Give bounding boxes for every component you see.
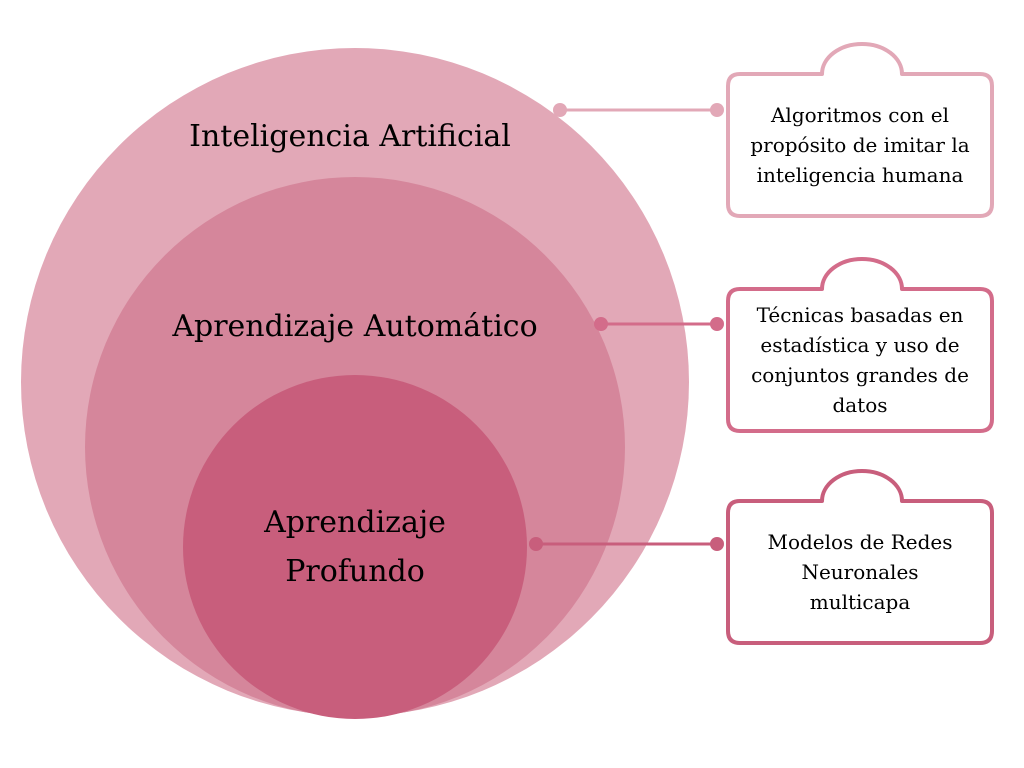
callout-1-box [726,42,994,218]
connector-1-start-dot [553,103,567,117]
connector-2-start-dot [594,317,608,331]
inner-circle-label-line2: Profundo [285,554,425,589]
connector-1-end-dot [710,103,724,117]
outer-circle-label: Inteligencia Artificial [189,119,511,154]
callout-2-box [726,257,994,433]
connector-2 [594,317,724,331]
inner-circle [183,375,527,719]
connector-3-end-dot [710,537,724,551]
inner-circle-label-line1: Aprendizaje [263,505,446,540]
connector-3 [529,537,724,551]
middle-circle-label: Aprendizaje Automático [171,309,537,344]
callout-3-text: Modelos de Redes Neuronales multicapa [767,530,953,614]
connector-3-start-dot [529,537,543,551]
callout-1-text: Algoritmos con el propósito de imitar la… [750,103,970,187]
connector-1 [553,103,724,117]
connector-2-end-dot [710,317,724,331]
callout-3-box [726,469,994,645]
callout-2-text: Técnicas basadas en estadística y uso de… [751,303,969,417]
